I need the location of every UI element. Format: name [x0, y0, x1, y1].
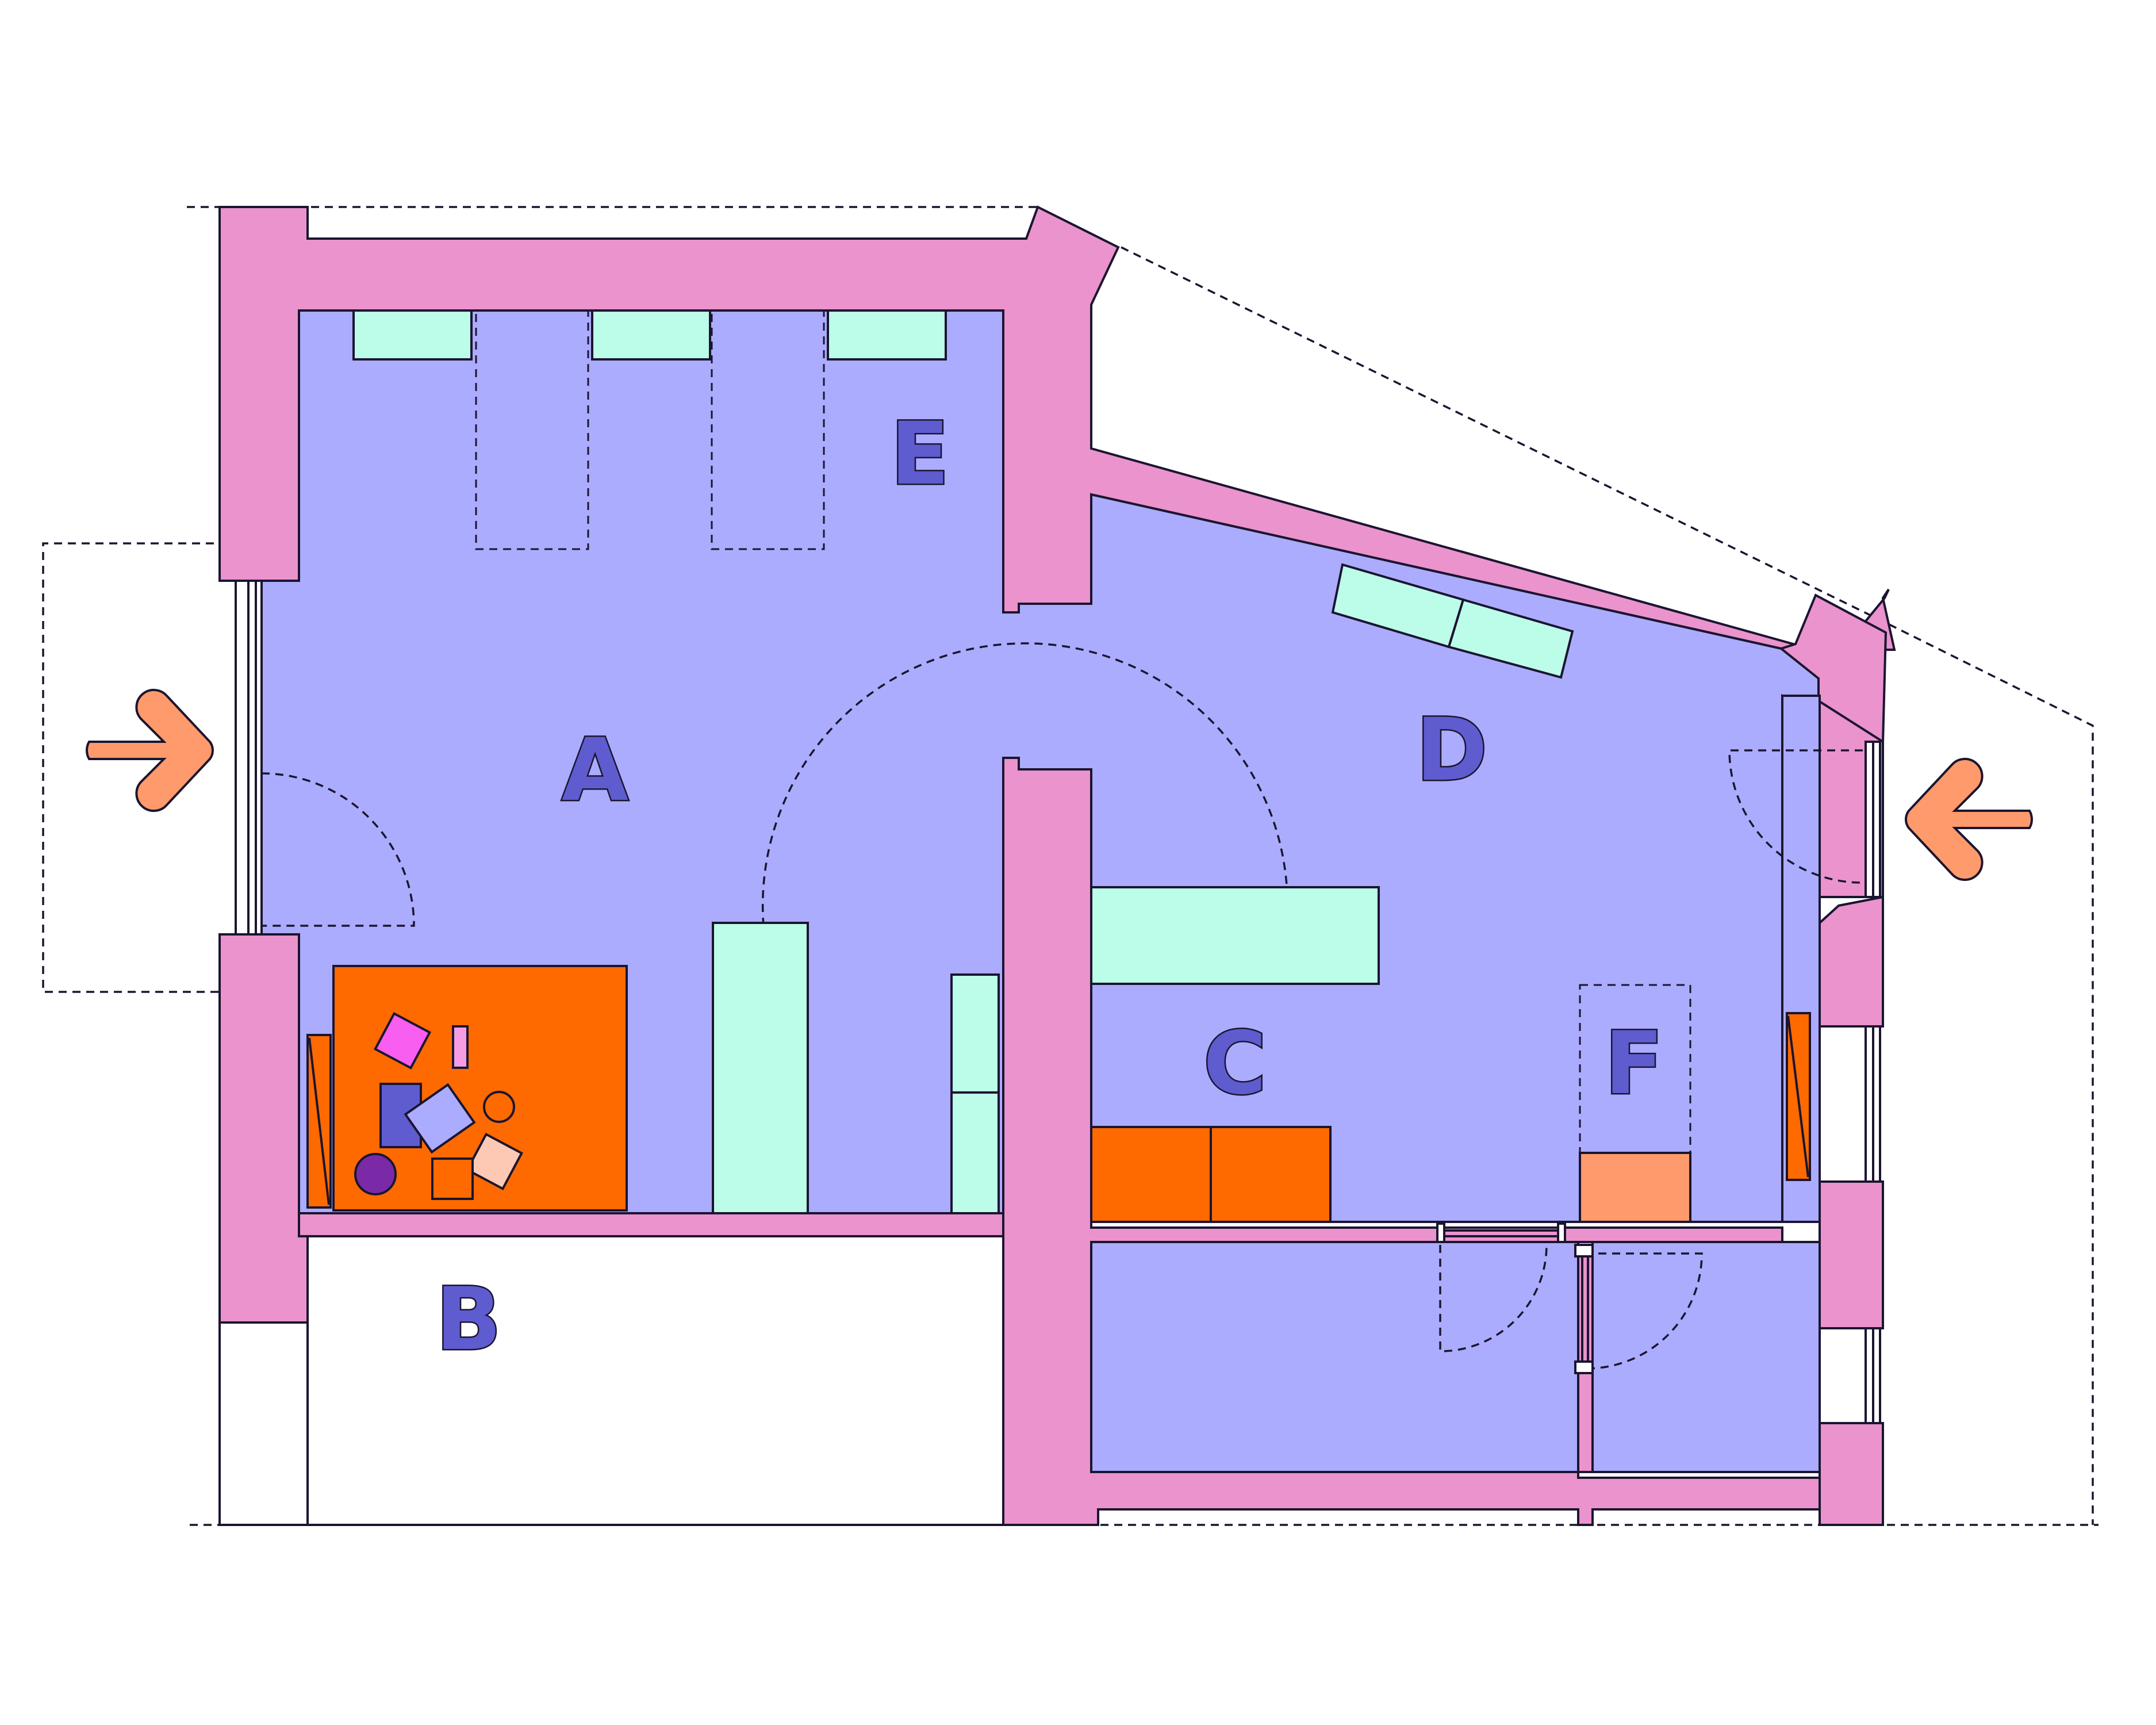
wall-right-bottom: [1819, 1422, 1884, 1526]
table-1: [475, 309, 589, 550]
room-label-c: C: [1203, 1014, 1267, 1114]
toy-block-peach: [465, 1132, 524, 1191]
floor-lower-right: [1591, 1241, 1821, 1473]
wall-cabinet-lower: [950, 1091, 1000, 1214]
room-labels: A B C D E F: [434, 403, 1664, 1371]
right-entrance-arrow: [1905, 757, 2033, 881]
toy-ball-purple: [354, 1153, 397, 1195]
wall-cabinet-upper: [950, 973, 1000, 1094]
bench-2: [591, 309, 711, 361]
left-corner-void: [218, 1321, 309, 1526]
counter-mint: [1090, 886, 1380, 985]
sliding-door: [1436, 1222, 1594, 1374]
wall-right-mid2: [1819, 1180, 1884, 1329]
room-f-furniture: [1579, 984, 1811, 1223]
floor-room-a-e: [260, 309, 1820, 1223]
left-entrance-arrow: [86, 688, 214, 812]
toy-block-pink: [373, 1011, 432, 1070]
room-label-a: A: [562, 720, 628, 821]
arrow-left-icon: [1905, 757, 2033, 881]
storage-orange-1: [1090, 1126, 1212, 1223]
storage-orange-2: [1210, 1126, 1332, 1223]
room-label-f: F: [1605, 1014, 1663, 1114]
bench-3: [827, 309, 947, 361]
table-2: [711, 309, 825, 550]
room-b-floor: [306, 1235, 1004, 1526]
toy-block-square: [431, 1157, 474, 1200]
tall-cabinet: [712, 922, 809, 1214]
bench-1: [352, 309, 473, 361]
room-a-furniture: [306, 922, 1000, 1214]
room-d-bench: [1331, 563, 1574, 679]
wall-right-mid: [1819, 895, 1884, 1028]
room-label-b: B: [436, 1270, 501, 1370]
toy-block-thin: [452, 1025, 469, 1069]
door-swings: [261, 642, 1863, 1370]
wall-inner-cf: [1577, 1244, 1594, 1473]
left-entrance-frame: [235, 580, 263, 936]
room-e-benches: [352, 309, 947, 550]
floor-lower-left: [1090, 1241, 1579, 1473]
right-windows: [1865, 741, 1881, 1424]
room-c-furniture: [1090, 886, 1380, 1223]
toy-ring-orange: [483, 1091, 515, 1123]
toy-block-lavender: [404, 1083, 476, 1154]
wall-left-lower: [218, 933, 309, 1324]
room-label-d: D: [1416, 700, 1488, 800]
floors: [260, 309, 1821, 1473]
arrow-right-icon: [86, 688, 214, 812]
room-label-e: E: [891, 404, 949, 504]
wall-b-top: [298, 1212, 1004, 1237]
f-base: [1579, 1152, 1691, 1223]
